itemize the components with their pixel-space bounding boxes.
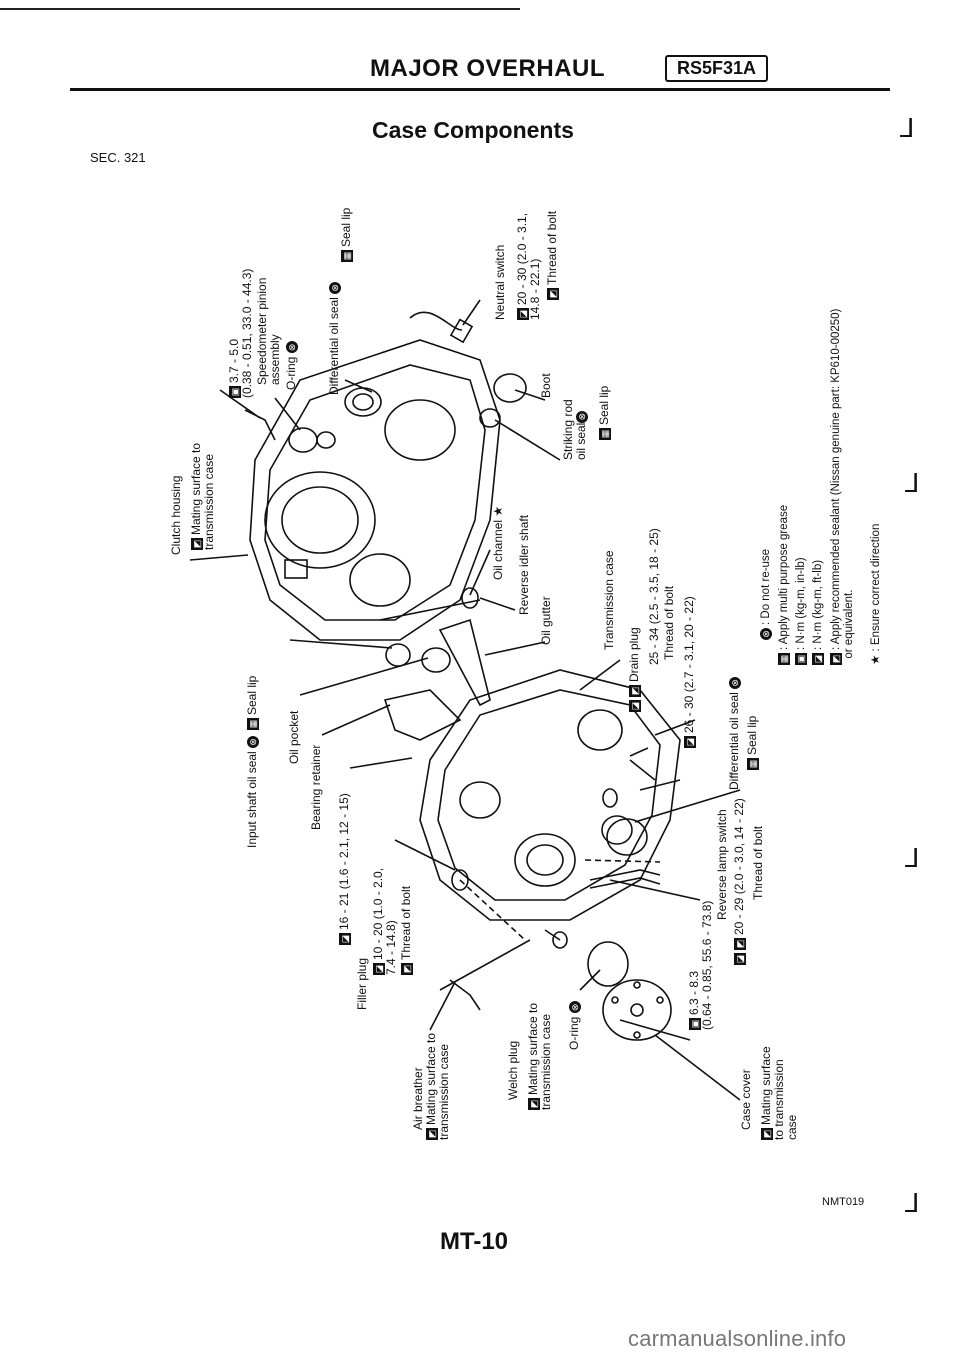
label-torque-reverse-lamp: ◪◩20 - 29 (2.0 - 3.0, 14 - 22) [732, 798, 746, 965]
sealant-icon: ◩ [628, 685, 641, 697]
label-boot: Boot [539, 373, 553, 398]
label-seal-lip-striking: ▦Seal lip [597, 385, 611, 440]
label-striking-rod: Striking rod oil seal⊗ [561, 399, 588, 460]
diff-oil-seal-top [344, 387, 382, 417]
label-drain-plug: ◪◩Drain plug [627, 627, 641, 712]
do-not-reuse-icon: ⊗ [328, 281, 341, 294]
o-ring-bottom [587, 941, 629, 987]
case-cover [602, 979, 672, 1041]
label-thread-neutral: ◩Thread of bolt [545, 210, 559, 300]
clutch-housing-outline [249, 339, 501, 641]
watermark: carmanualsonline.info [628, 1326, 847, 1351]
section-title: Case Components [372, 117, 574, 143]
grease-icon: ▦ [246, 718, 259, 730]
page-number: MT-10 [440, 1228, 509, 1255]
torque-ftlb-icon: ◪ [683, 736, 696, 748]
label-mating-clutch: ◩Mating surface to transmission case [189, 442, 216, 550]
label-torque-reverse: ▣6.3 - 8.3 (0.64 - 0.85, 55.6 - 73.8) [687, 900, 714, 1030]
legend-direction: ★ : Ensure correct direction [870, 523, 882, 665]
torque-ftlb-icon: ◪ [628, 700, 641, 712]
label-mating-welch: ◩Mating surface to transmission case [526, 1002, 553, 1110]
label-filler-plug: Filler plug [355, 957, 369, 1010]
grease-icon: ▦ [746, 758, 759, 770]
page-header-title: MAJOR OVERHAUL [370, 55, 606, 82]
label-oil-pocket: Oil pocket [287, 710, 301, 764]
label-mating-cover: ◩Mating surface to transmission case [759, 1046, 799, 1140]
label-thread-reverse: Thread of bolt [751, 825, 765, 900]
sealant-icon: ◩ [733, 938, 746, 950]
label-thread-filler: ◩Thread of bolt [399, 885, 413, 975]
label-transmission-case: Transmission case [602, 550, 616, 650]
do-not-reuse-icon: ⊗ [246, 735, 259, 748]
legend-torque-ftlb: ◪: N·m (kg-m, ft-lb) [812, 559, 825, 665]
grease-icon: ▦ [778, 653, 790, 665]
label-seal-lip-diff: ▦Seal lip [745, 715, 759, 770]
label-torque-speedo: ▣3.7 - 5.0 (0.38 - 0.51, 33.0 - 44.3) [227, 268, 254, 398]
sealant-icon: ◩ [830, 653, 842, 665]
section-number: SEC. 321 [90, 150, 146, 165]
sealant-icon: ◩ [546, 288, 559, 300]
do-not-reuse-icon: ⊗ [568, 1001, 581, 1014]
do-not-reuse-icon: ⊗ [285, 341, 298, 354]
label-clutch-housing: Clutch housing [169, 475, 183, 555]
header-rule [70, 88, 890, 91]
legend-grease: ▦: Apply multi purpose grease [778, 504, 791, 665]
label-reverse-idler: Reverse idler shaft [517, 514, 531, 615]
label-case-cover: Case cover [739, 1069, 753, 1130]
label-o-ring-top: O-ring ⊗ [284, 338, 298, 390]
legend-sealant: ◩: Apply recommended sealant (Nissan gen… [830, 308, 856, 665]
check-mark-icon: ⅃ [900, 113, 915, 143]
label-o-ring-bottom: O-ring ⊗ [567, 998, 581, 1050]
legend-torque-inlb: ▣: N·m (kg-m, in-lb) [795, 557, 808, 665]
do-not-reuse-icon: ⊗ [728, 676, 741, 689]
label-torque-case-bolt: ◪26 - 30 (2.7 - 3.1, 20 - 22) [682, 596, 696, 748]
top-rule [0, 8, 520, 10]
legend-do-not-reuse: ⊗: Do not re-use [760, 549, 773, 640]
sealant-icon: ◩ [400, 963, 413, 975]
do-not-reuse-icon: ⊗ [760, 628, 772, 640]
torque-inlb-icon: ▣ [795, 653, 807, 665]
label-reverse-lamp: Reverse lamp switch [715, 809, 729, 920]
label-torque-neutral: ◪20 - 30 (2.0 - 3.1, 14.8 - 22.1) [515, 212, 542, 320]
check-mark-icon: ⅃ [905, 843, 920, 873]
torque-ftlb-icon: ◪ [338, 933, 351, 945]
label-seal-lip-top: ▦Seal lip [339, 207, 353, 262]
label-torque-retainer: ◪16 - 21 (1.6 - 2.1, 12 - 15) [337, 793, 351, 945]
torque-ftlb-icon: ◪ [812, 653, 824, 665]
label-mating-air: ◩Mating surface to transmission case [424, 1032, 451, 1140]
grease-icon: ▦ [340, 250, 353, 262]
label-torque-drain: 25 - 34 (2.5 - 3.5, 18 - 25) [647, 528, 661, 665]
label-oil-gutter: Oil gutter [539, 596, 553, 645]
label-diff-oil-seal-bottom: Differential oil seal ⊗ [727, 674, 741, 790]
label-seal-lip-input: ▦Seal lip [245, 675, 259, 730]
torque-ftlb-icon: ◪ [733, 953, 746, 965]
label-torque-filler: ◪10 - 20 (1.0 - 2.0, 7.4 - 14.8) [371, 867, 398, 975]
check-mark-icon: ⅃ [905, 468, 920, 498]
label-diff-oil-seal-top: Differential oil seal ⊗ [327, 279, 341, 395]
label-bearing-retainer: Bearing retainer [309, 744, 323, 830]
figure-id: NMT019 [822, 1196, 865, 1208]
label-input-shaft-seal: Input shaft oil seal ⊗ [245, 733, 259, 848]
grease-icon: ▦ [598, 428, 611, 440]
check-mark-icon: ⅃ [905, 1188, 920, 1218]
transmission-case-outline [419, 669, 681, 921]
do-not-reuse-icon: ⊗ [575, 410, 588, 423]
label-speedo-pinion: Speedometer pinion assembly [255, 277, 282, 385]
model-code-badge: RS5F31A [665, 55, 769, 82]
label-oil-channel: Oil channel ★ [491, 505, 505, 580]
label-thread-drain: Thread of bolt [662, 585, 676, 660]
label-welch-plug: Welch plug [506, 1040, 520, 1100]
label-neutral-switch: Neutral switch [493, 244, 507, 320]
